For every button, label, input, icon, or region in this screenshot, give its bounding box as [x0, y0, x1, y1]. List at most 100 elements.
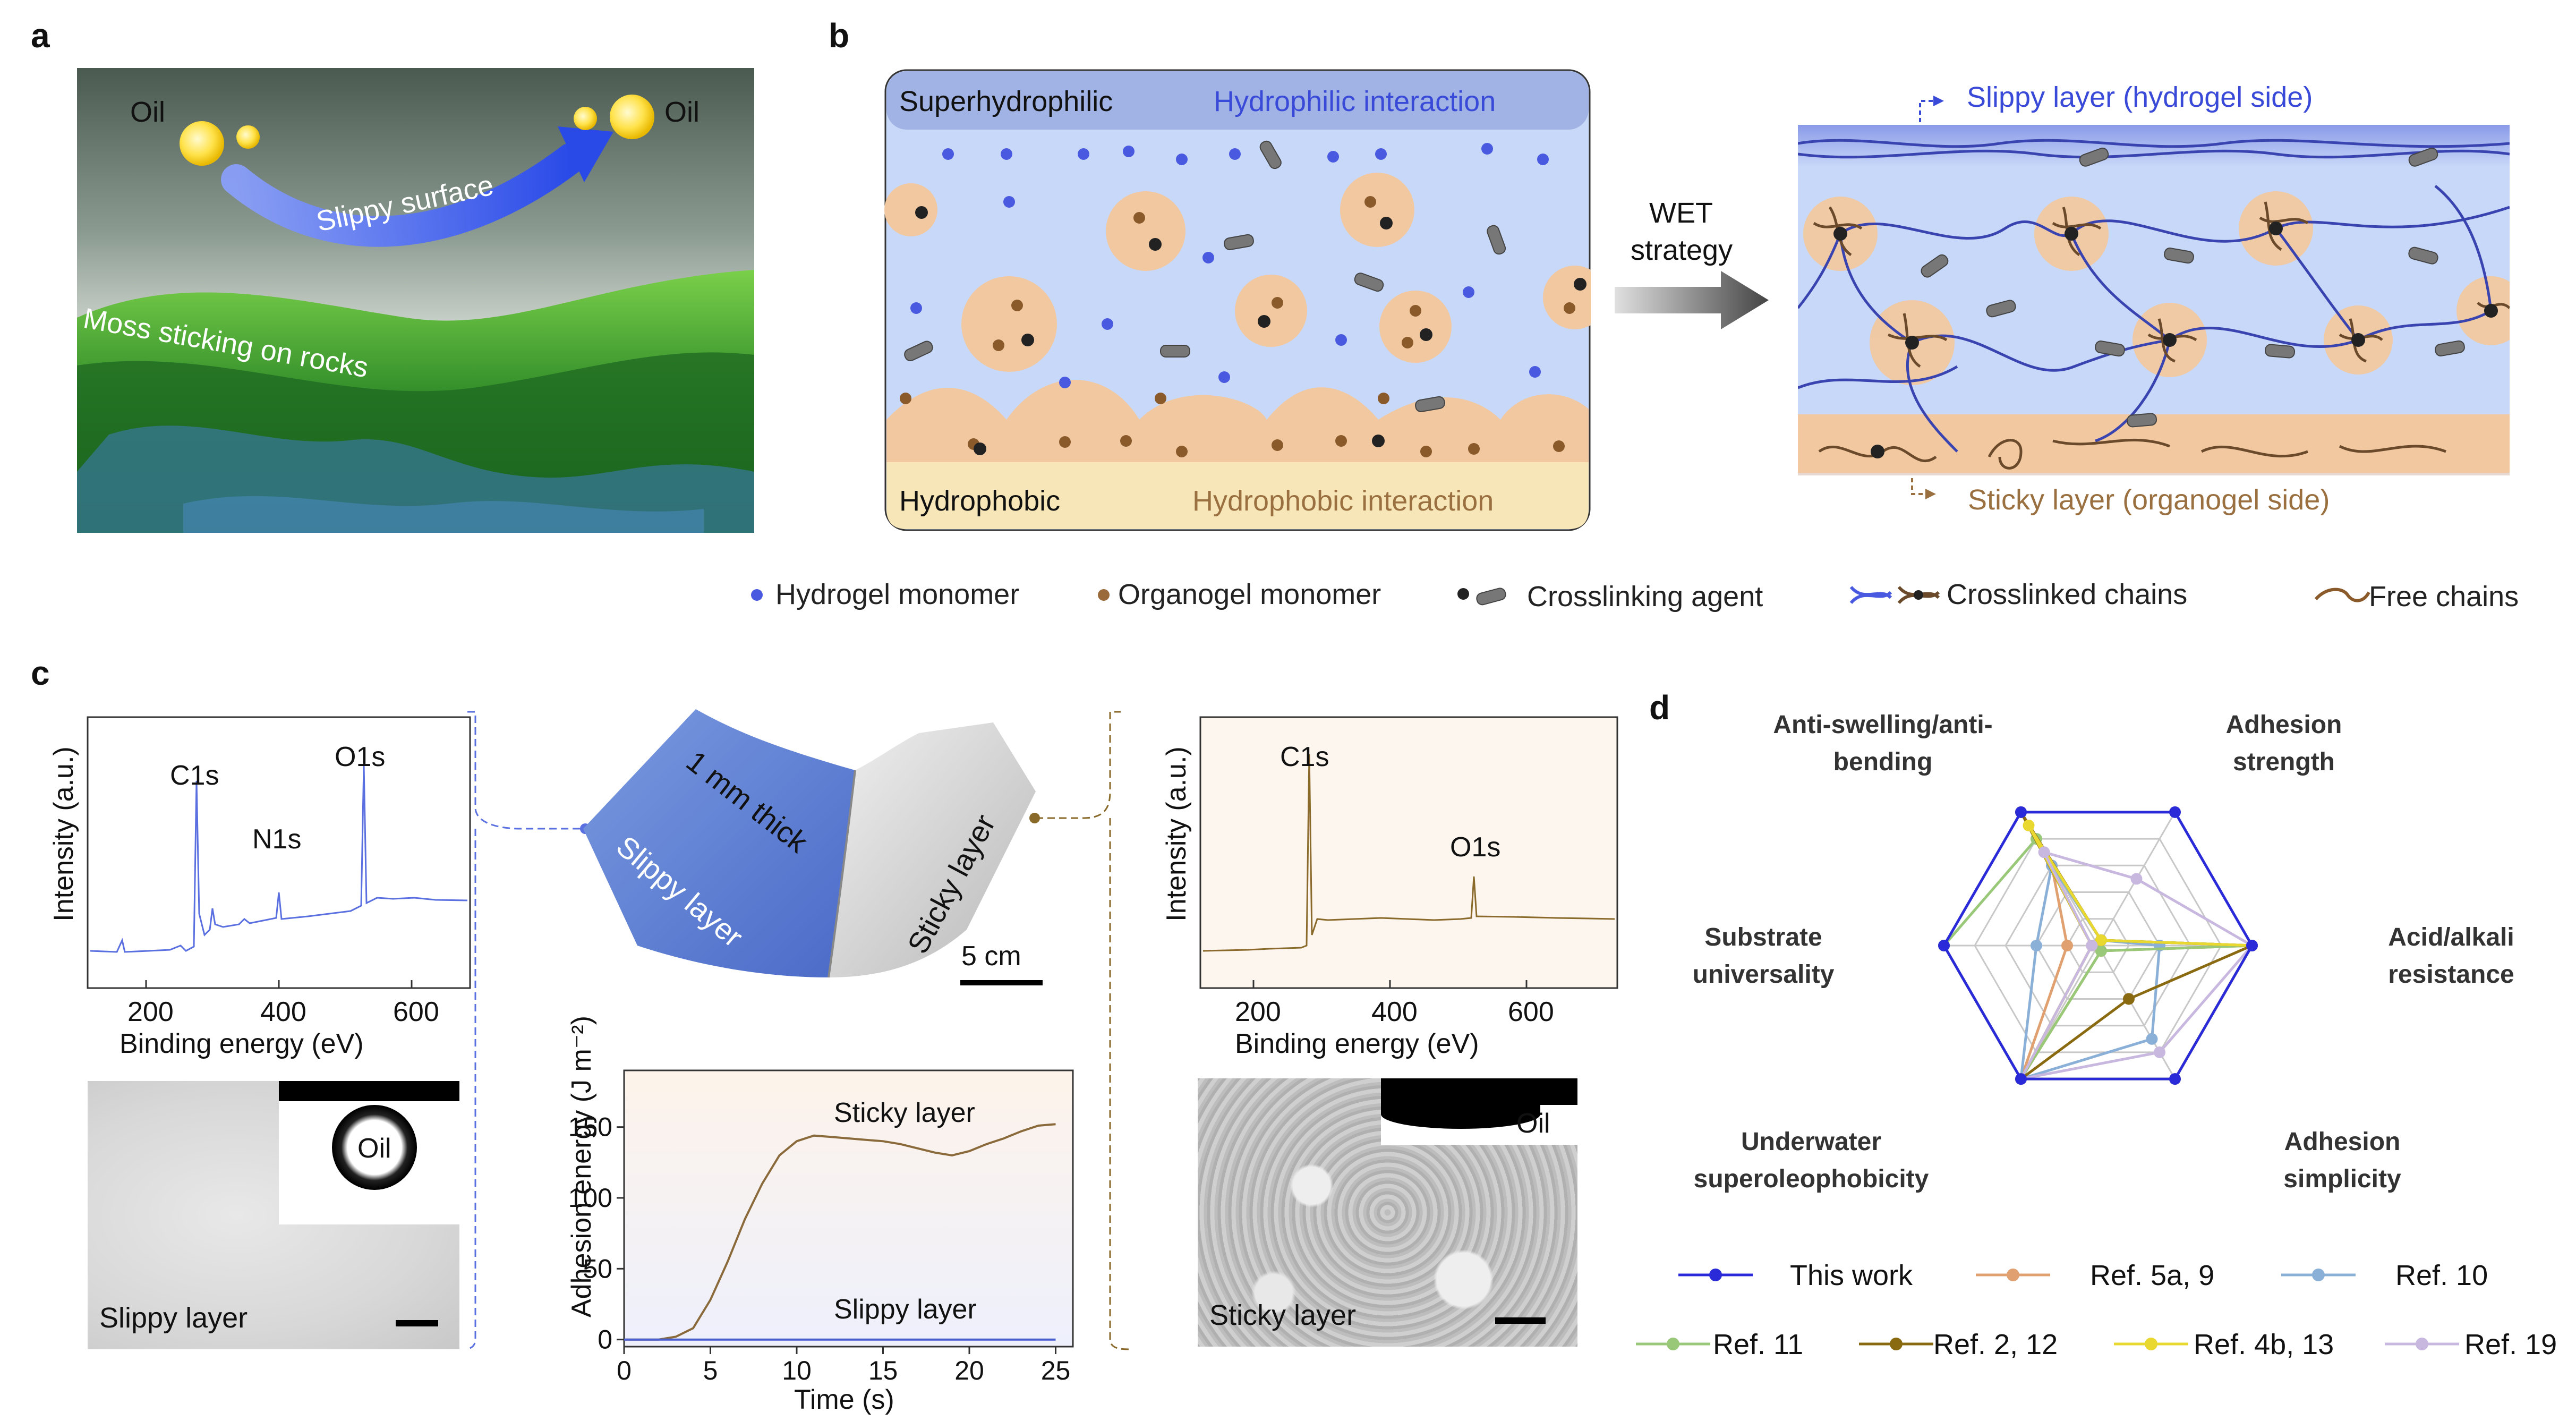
xps-left-tick-600: 600 [393, 997, 439, 1027]
radar-chart: Anti-swelling/anti-bending Adhesion stre… [1673, 691, 2576, 1243]
oil-inset-label-slippy: Oil [357, 1133, 391, 1164]
adhesion-series-slippy: Slippy layer [834, 1294, 977, 1325]
oil-label-right: Oil [664, 96, 700, 128]
radar-series-point [2095, 934, 2107, 946]
network-svg [1797, 96, 2526, 499]
oil-droplet-inset-slippy: Oil [279, 1081, 459, 1224]
adhesion-xtick-label: 25 [1041, 1356, 1071, 1385]
legend-ref-19: Ref. 19 [2464, 1329, 2557, 1360]
film-scale-bar [960, 980, 1043, 985]
slippy-layer-micrograph: Oil Slippy layer [88, 1081, 459, 1349]
xps-left-peak-o1s: O1s [335, 742, 386, 772]
panel-label-d: d [1649, 688, 1670, 727]
adhesion-xtick-label: 0 [617, 1356, 632, 1385]
legend-ref-4b-13: Ref. 4b, 13 [2194, 1329, 2334, 1360]
adhesion-ytick-label: 0 [598, 1325, 612, 1355]
radar-axis-substrate: Substrate universality [1692, 923, 1835, 989]
radar-legend: This work Ref. 5a, 9 Ref. 10 Ref. 11 Ref… [1636, 1248, 2576, 1397]
radar-series-point [2031, 940, 2042, 951]
legend-hydrogel-monomer: Hydrogel monomer [775, 578, 1020, 610]
radar-series-polygon [2019, 864, 2253, 1080]
adhesion-ytick-label: 150 [568, 1112, 612, 1142]
radar-series-point [2015, 1073, 2027, 1085]
legend-ref-10: Ref. 10 [2395, 1260, 2488, 1291]
xps-right-svg [1199, 716, 1618, 989]
adhesion-xtick-label: 15 [868, 1356, 898, 1385]
adhesion-ytick-label: 100 [568, 1183, 612, 1213]
radar-series-point [2154, 1046, 2165, 1058]
radar-series-point [2095, 945, 2107, 957]
xps-right-peak-c1s: C1s [1280, 742, 1329, 772]
legend-free-chains: Free chains [2369, 581, 2519, 612]
radar-series-point [2061, 940, 2073, 951]
scale-bar-sticky [1495, 1317, 1546, 1324]
sticky-micrograph-label: Sticky layer [1209, 1299, 1357, 1331]
xps-left-xlabel: Binding energy (eV) [120, 1028, 364, 1059]
wet-schematic-left: Superhydrophilic Hydrophilic interaction… [884, 69, 1607, 531]
hydrogel-monomer-icon [751, 589, 763, 601]
schematic-legend: Hydrogel monomer Organogel monomer Cross… [744, 574, 2560, 616]
legend-ref-2-12: Ref. 2, 12 [1933, 1329, 2058, 1360]
legend-marker-icon [2416, 1338, 2428, 1350]
xps-right-xlabel: Binding energy (eV) [1235, 1028, 1479, 1059]
sticky-layer-organogel-label: Sticky layer (organogel side) [1968, 484, 2330, 516]
legend-marker-icon [1890, 1338, 1903, 1350]
wet-strategy-arrow [1615, 271, 1769, 329]
xps-left-svg [87, 716, 471, 989]
legend-marker-icon [2312, 1269, 2325, 1281]
xps-right-tick-200: 200 [1235, 997, 1281, 1027]
xps-left-trace [90, 764, 468, 953]
xps-left-ylabel: Intensity (a.u.) [48, 746, 79, 922]
slippy-layer-hydrogel-label: Slippy layer (hydrogel side) [1967, 81, 2313, 113]
radar-series-point [2123, 993, 2135, 1005]
xps-right-tick-600: 600 [1508, 997, 1554, 1027]
legend-this-work: This work [1790, 1260, 1913, 1291]
bilayer-film-photo: 1 mm thick Slippy layer Sticky layer 5 c… [579, 701, 1057, 999]
panel-label-b: b [829, 16, 850, 55]
radar-series-point [2023, 819, 2035, 831]
sticky-layer-micrograph: Oil Sticky layer [1198, 1078, 1577, 1347]
radar-series-point [2130, 873, 2143, 885]
radar-series-point [2086, 940, 2098, 951]
organogel-monomer-icon [1098, 589, 1110, 601]
legend-marker-icon [2007, 1269, 2019, 1281]
xps-left-peak-c1s: C1s [170, 760, 219, 791]
adhesion-xtick-label: 10 [782, 1356, 812, 1385]
adhesion-xtick-label: 20 [954, 1356, 984, 1385]
radar-axis-anti-swelling: Anti-swelling/anti-bending [1773, 711, 1993, 776]
scale-bar-slippy [396, 1320, 438, 1326]
adhesion-xtick-label: 5 [703, 1356, 718, 1385]
connector-lines [467, 711, 1132, 1350]
oil-droplet-inset-sticky: Oil [1381, 1078, 1577, 1145]
radar-axis-adhesion-simplicity: Adhesion simplicity [2283, 1128, 2401, 1193]
hydrophilic-interaction-label: Hydrophilic interaction [1214, 86, 1496, 117]
radar-legend-svg [1636, 1269, 2459, 1350]
arrow-icon [1615, 271, 1769, 329]
moss-illustration: Oil Oil Slippy surface Moss sticking on … [77, 68, 754, 533]
network-diagram: Slippy layer (hydrogel side) Sticky laye… [1797, 69, 2526, 531]
xps-right-peak-o1s: O1s [1450, 832, 1501, 863]
strategy-label: strategy [1631, 234, 1733, 266]
radar-svg [1938, 806, 2258, 1085]
film-svg [583, 709, 1036, 978]
oil-inset-label-sticky: Oil [1516, 1108, 1550, 1139]
crosslinked-chains-icon [1849, 585, 1940, 605]
wet-label: WET [1649, 197, 1713, 229]
precursor-diagram [884, 69, 1607, 531]
legend-ref-5a-9: Ref. 5a, 9 [2090, 1260, 2215, 1291]
film-scale-label: 5 cm [961, 941, 1021, 972]
radar-series-polygon [1942, 836, 2253, 1082]
xps-left-tick-200: 200 [127, 997, 174, 1027]
crosslinking-agent-icon [1457, 588, 1506, 606]
radar-series-point [2169, 806, 2181, 818]
xps-right-tick-400: 400 [1371, 997, 1418, 1027]
radar-series-point [2015, 806, 2027, 818]
radar-series-point [2146, 1033, 2158, 1045]
radar-axis-adhesion-strength: Adhesion strength [2225, 711, 2342, 776]
panel-label-c: c [31, 654, 50, 692]
superhydrophilic-label: Superhydrophilic [899, 86, 1113, 117]
radar-axis-acid-alkali: Acid/alkali resistance [2388, 923, 2514, 989]
moss-scene-svg [77, 68, 754, 533]
xps-left-peak-n1s: N1s [252, 824, 302, 855]
